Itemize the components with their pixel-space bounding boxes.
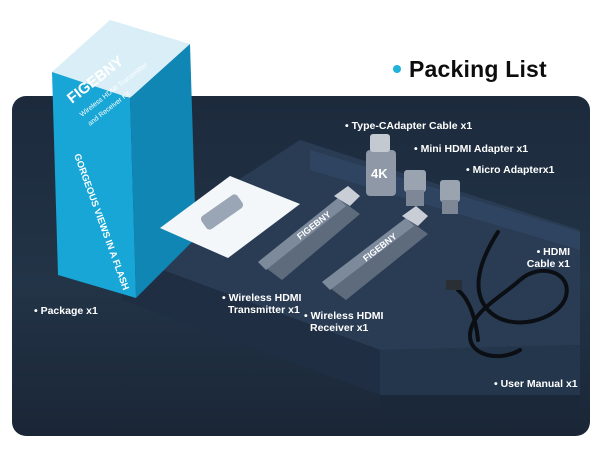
retail-package: FIGEBNY Wireless HDMI Transmitter and Re… <box>52 20 196 298</box>
label-micro-adapter: • Micro Adapterx1 <box>466 164 555 176</box>
label-mini-hdmi-adapter: • Mini HDMI Adapter x1 <box>414 143 529 155</box>
user-manual <box>160 176 300 258</box>
heading-bullet-icon <box>393 65 401 73</box>
label-receiver: • Wireless HDMI Receiver x1 <box>304 310 383 334</box>
micro-adapter <box>440 180 460 214</box>
label-package: • Package x1 <box>34 305 98 317</box>
packing-list-heading: Packing List <box>393 54 547 84</box>
label-transmitter: • Wireless HDMI Transmitter x1 <box>222 292 301 316</box>
wireless-transmitter: FIGEBNY <box>258 186 360 280</box>
label-transmitter-line1: • Wireless HDMI <box>222 292 302 304</box>
label-hdmi-cable: • HDMI Cable x1 <box>520 246 570 270</box>
mini-hdmi-adapter <box>404 170 426 206</box>
adapter-badge: 4K <box>371 166 388 181</box>
label-receiver-line2: Receiver x1 <box>310 322 369 334</box>
page-title: Packing List <box>409 55 547 82</box>
label-receiver-line1: • Wireless HDMI <box>304 310 384 322</box>
type-c-adapter-cable: 4K <box>366 134 396 196</box>
label-transmitter-line2: Transmitter x1 <box>228 304 300 316</box>
label-user-manual: • User Manual x1 <box>494 378 578 390</box>
hdmi-cable <box>446 230 569 359</box>
label-hdmi-cable-line1: • HDMI <box>536 246 570 258</box>
label-hdmi-cable-line2: Cable x1 <box>526 258 570 270</box>
label-type-c-adapter: • Type-CAdapter Cable x1 <box>345 120 473 132</box>
